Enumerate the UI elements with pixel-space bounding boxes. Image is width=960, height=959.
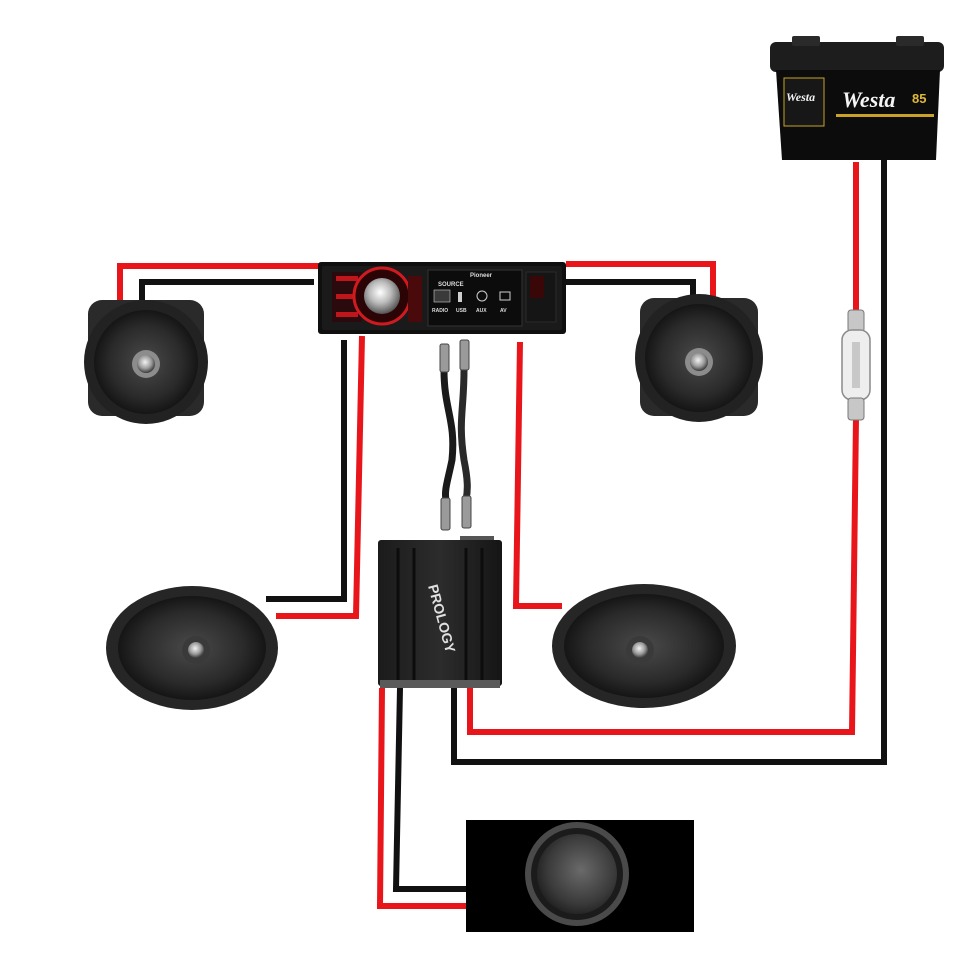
wire-hu-rl-positive	[276, 335, 365, 619]
wires	[117, 158, 887, 909]
hu-icon-usb	[458, 292, 462, 302]
hu-icon-aux	[476, 290, 488, 302]
battery-terminal-right	[896, 36, 924, 46]
rca-plug-bottom-right	[461, 495, 472, 529]
battery-lid	[770, 42, 944, 72]
rca-wire-left	[440, 369, 457, 501]
hu-knob	[364, 278, 400, 314]
rca-plug-bottom-left	[440, 497, 451, 531]
battery-capacity: 85	[912, 91, 926, 106]
rear-left-oval-speaker	[106, 586, 278, 710]
battery-terminal-left	[792, 36, 820, 46]
hu-icon-av	[499, 291, 511, 301]
sub-cone	[537, 834, 617, 914]
hu-btn-1	[336, 276, 358, 281]
rca-wire-right	[457, 369, 471, 501]
battery-brand: Westa	[842, 87, 895, 112]
wire-amp-sub-negative	[392, 687, 466, 892]
hu-eject-red	[530, 276, 544, 298]
front-left-speaker	[84, 300, 208, 424]
hu-source-label: SOURCE	[438, 282, 464, 288]
rear-right-oval-speaker	[552, 584, 736, 708]
amplifier: PROLOGY	[378, 536, 502, 688]
wire-hu-fr-positive	[566, 261, 716, 300]
rca-plug-top-left	[439, 343, 450, 373]
hu-brand: Pioneer	[470, 273, 493, 279]
front-right-speaker	[635, 294, 763, 422]
battery-label-panel	[783, 77, 825, 127]
hu-btn-2	[336, 294, 358, 299]
fuse-element	[852, 342, 860, 388]
fuse-cap-top	[847, 309, 865, 333]
subwoofer	[466, 820, 694, 932]
wire-amp-sub-positive	[376, 687, 466, 909]
rca-cable	[439, 339, 472, 531]
wire-battery-ground	[451, 158, 887, 765]
hu-right-red-strip	[408, 276, 422, 322]
wire-hu-rr-positive	[512, 341, 562, 609]
hu-icon-radio	[433, 289, 451, 303]
hu-btn-label-av: AV	[500, 308, 507, 314]
amp-terminals-bottom	[380, 680, 500, 688]
wire-hu-fr-negative	[566, 279, 696, 300]
battery-info-stripe	[836, 114, 934, 117]
wire-fuse-amp-positive	[467, 417, 859, 735]
battery-brand-small: Westa	[786, 90, 815, 104]
inline-fuse	[841, 309, 871, 421]
fr-tweeter	[690, 353, 708, 371]
rr-tweeter	[632, 642, 648, 658]
wire-hu-rl-negative	[266, 340, 347, 602]
fuse-cap-bottom	[847, 397, 865, 421]
wire-hu-fl-positive	[117, 263, 320, 302]
wire-hu-fl-negative	[139, 279, 314, 302]
hu-btn-label-radio: RADIO	[432, 308, 448, 314]
head-unit: Pioneer SOURCE RADIO USB AUX AV	[318, 262, 566, 334]
hu-btn-label-aux: AUX	[476, 308, 487, 314]
battery: Westa Westa 85	[770, 36, 944, 160]
fl-tweeter	[137, 355, 155, 373]
rca-plug-top-right	[459, 339, 470, 371]
amp-body	[378, 540, 502, 686]
hu-btn-3	[336, 312, 358, 317]
rl-tweeter	[188, 642, 204, 658]
hu-btn-label-usb: USB	[456, 308, 467, 314]
